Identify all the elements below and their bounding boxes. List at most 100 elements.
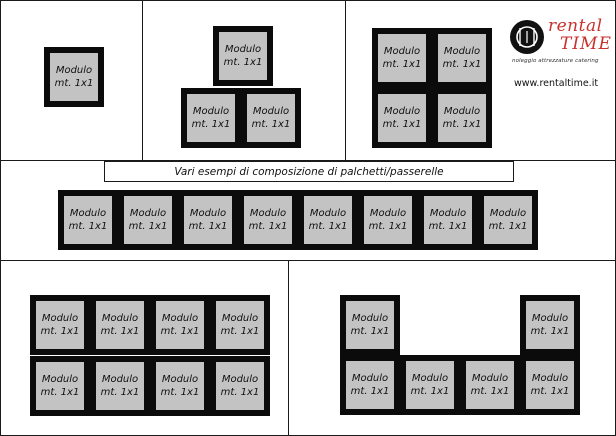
module-tile: Modulo mt. 1x1 (210, 295, 270, 355)
module-tile: Modulo mt. 1x1 (520, 355, 580, 415)
module-label-line1: Modulo (101, 374, 139, 385)
module-tile: Modulo mt. 1x1 (340, 355, 400, 415)
module-tile: Modulo mt. 1x1 (432, 88, 492, 148)
module-tile: Modulo mt. 1x1 (238, 190, 298, 250)
module-tile: Modulo mt. 1x1 (90, 295, 150, 355)
module-label-line2: mt. 1x1 (530, 326, 570, 337)
module-label-line1: Modulo (192, 106, 230, 117)
module-label-line2: mt. 1x1 (382, 59, 422, 70)
module-label-line1: Modulo (309, 208, 347, 219)
module-tile: Modulo mt. 1x1 (298, 190, 358, 250)
module-label-line2: mt. 1x1 (100, 387, 140, 398)
divider (0, 160, 616, 161)
module-tile: Modulo mt. 1x1 (478, 190, 538, 250)
module-tile: Modulo mt. 1x1 (58, 190, 118, 250)
module-label-line2: mt. 1x1 (248, 221, 288, 232)
module-tile: Modulo mt. 1x1 (210, 356, 270, 416)
module-label-line1: Modulo (471, 373, 509, 384)
module-label-line2: mt. 1x1 (100, 326, 140, 337)
module-label-line1: Modulo (369, 208, 407, 219)
module-label-line2: mt. 1x1 (350, 386, 390, 397)
module-label-line1: Modulo (429, 208, 467, 219)
module-label-line1: Modulo (189, 208, 227, 219)
module-label-line1: Modulo (443, 46, 481, 57)
module-label-line1: Modulo (383, 46, 421, 57)
module-label-line1: Modulo (161, 374, 199, 385)
module-label-line1: Modulo (224, 44, 262, 55)
module-tile: Modulo mt. 1x1 (340, 295, 400, 355)
module-label-line1: Modulo (383, 106, 421, 117)
module-label-line2: mt. 1x1 (428, 221, 468, 232)
module-label-line1: Modulo (69, 208, 107, 219)
module-tile: Modulo mt. 1x1 (44, 47, 104, 107)
divider (288, 260, 289, 436)
brand-tagline: noleggio attrezzature catering (512, 58, 599, 64)
plate-cutlery-icon (510, 20, 544, 54)
module-label-line2: mt. 1x1 (128, 221, 168, 232)
brand-word: TIME (560, 34, 612, 54)
module-label-line2: mt. 1x1 (350, 326, 390, 337)
module-label-line2: mt. 1x1 (188, 221, 228, 232)
module-label-line2: mt. 1x1 (68, 221, 108, 232)
module-label-line1: Modulo (489, 208, 527, 219)
divider (142, 0, 143, 160)
module-label-line1: Modulo (221, 374, 259, 385)
module-label-line2: mt. 1x1 (160, 326, 200, 337)
module-label-line2: mt. 1x1 (160, 387, 200, 398)
brand-word: rental (548, 16, 603, 36)
divider (0, 260, 616, 261)
module-tile: Modulo mt. 1x1 (118, 190, 178, 250)
module-label-line1: Modulo (55, 65, 93, 76)
module-label-line2: mt. 1x1 (382, 119, 422, 130)
module-label-line2: mt. 1x1 (251, 119, 291, 130)
website-link[interactable]: www.rentaltime.it (514, 78, 599, 89)
module-label-line2: mt. 1x1 (54, 78, 94, 89)
module-label-line1: Modulo (252, 106, 290, 117)
module-label-line2: mt. 1x1 (223, 57, 263, 68)
module-label-line2: mt. 1x1 (40, 326, 80, 337)
module-label-line2: mt. 1x1 (40, 387, 80, 398)
module-tile: Modulo mt. 1x1 (30, 295, 90, 355)
module-label-line2: mt. 1x1 (488, 221, 528, 232)
module-label-line2: mt. 1x1 (220, 326, 260, 337)
module-label-line2: mt. 1x1 (308, 221, 348, 232)
module-tile: Modulo mt. 1x1 (372, 28, 432, 88)
module-tile: Modulo mt. 1x1 (520, 295, 580, 355)
divider (345, 0, 346, 160)
module-label-line2: mt. 1x1 (410, 386, 450, 397)
module-label-line1: Modulo (531, 313, 569, 324)
module-label-line1: Modulo (351, 373, 389, 384)
module-label-line1: Modulo (161, 313, 199, 324)
module-tile: Modulo mt. 1x1 (150, 295, 210, 355)
module-label-line1: Modulo (221, 313, 259, 324)
module-tile: Modulo mt. 1x1 (358, 190, 418, 250)
module-tile: Modulo mt. 1x1 (213, 26, 273, 86)
module-tile: Modulo mt. 1x1 (30, 356, 90, 416)
module-label-line2: mt. 1x1 (368, 221, 408, 232)
module-label-line1: Modulo (101, 313, 139, 324)
module-tile: Modulo mt. 1x1 (400, 355, 460, 415)
brand-logo: rental TIME noleggio attrezzature cateri… (508, 16, 611, 72)
module-label-line1: Modulo (41, 374, 79, 385)
module-label-line1: Modulo (249, 208, 287, 219)
module-tile: Modulo mt. 1x1 (181, 88, 241, 148)
module-tile: Modulo mt. 1x1 (372, 88, 432, 148)
module-label-line2: mt. 1x1 (191, 119, 231, 130)
module-tile: Modulo mt. 1x1 (178, 190, 238, 250)
module-tile: Modulo mt. 1x1 (241, 88, 301, 148)
module-label-line2: mt. 1x1 (442, 119, 482, 130)
module-tile: Modulo mt. 1x1 (90, 356, 150, 416)
module-label-line1: Modulo (129, 208, 167, 219)
module-label-line1: Modulo (443, 106, 481, 117)
module-label-line2: mt. 1x1 (530, 386, 570, 397)
module-label-line1: Modulo (531, 373, 569, 384)
module-label-line2: mt. 1x1 (220, 387, 260, 398)
module-label-line1: Modulo (41, 313, 79, 324)
module-label-line1: Modulo (351, 313, 389, 324)
module-tile: Modulo mt. 1x1 (150, 356, 210, 416)
module-label-line1: Modulo (411, 373, 449, 384)
caption: Vari esempi di composizione di palchetti… (104, 161, 514, 182)
module-tile: Modulo mt. 1x1 (418, 190, 478, 250)
